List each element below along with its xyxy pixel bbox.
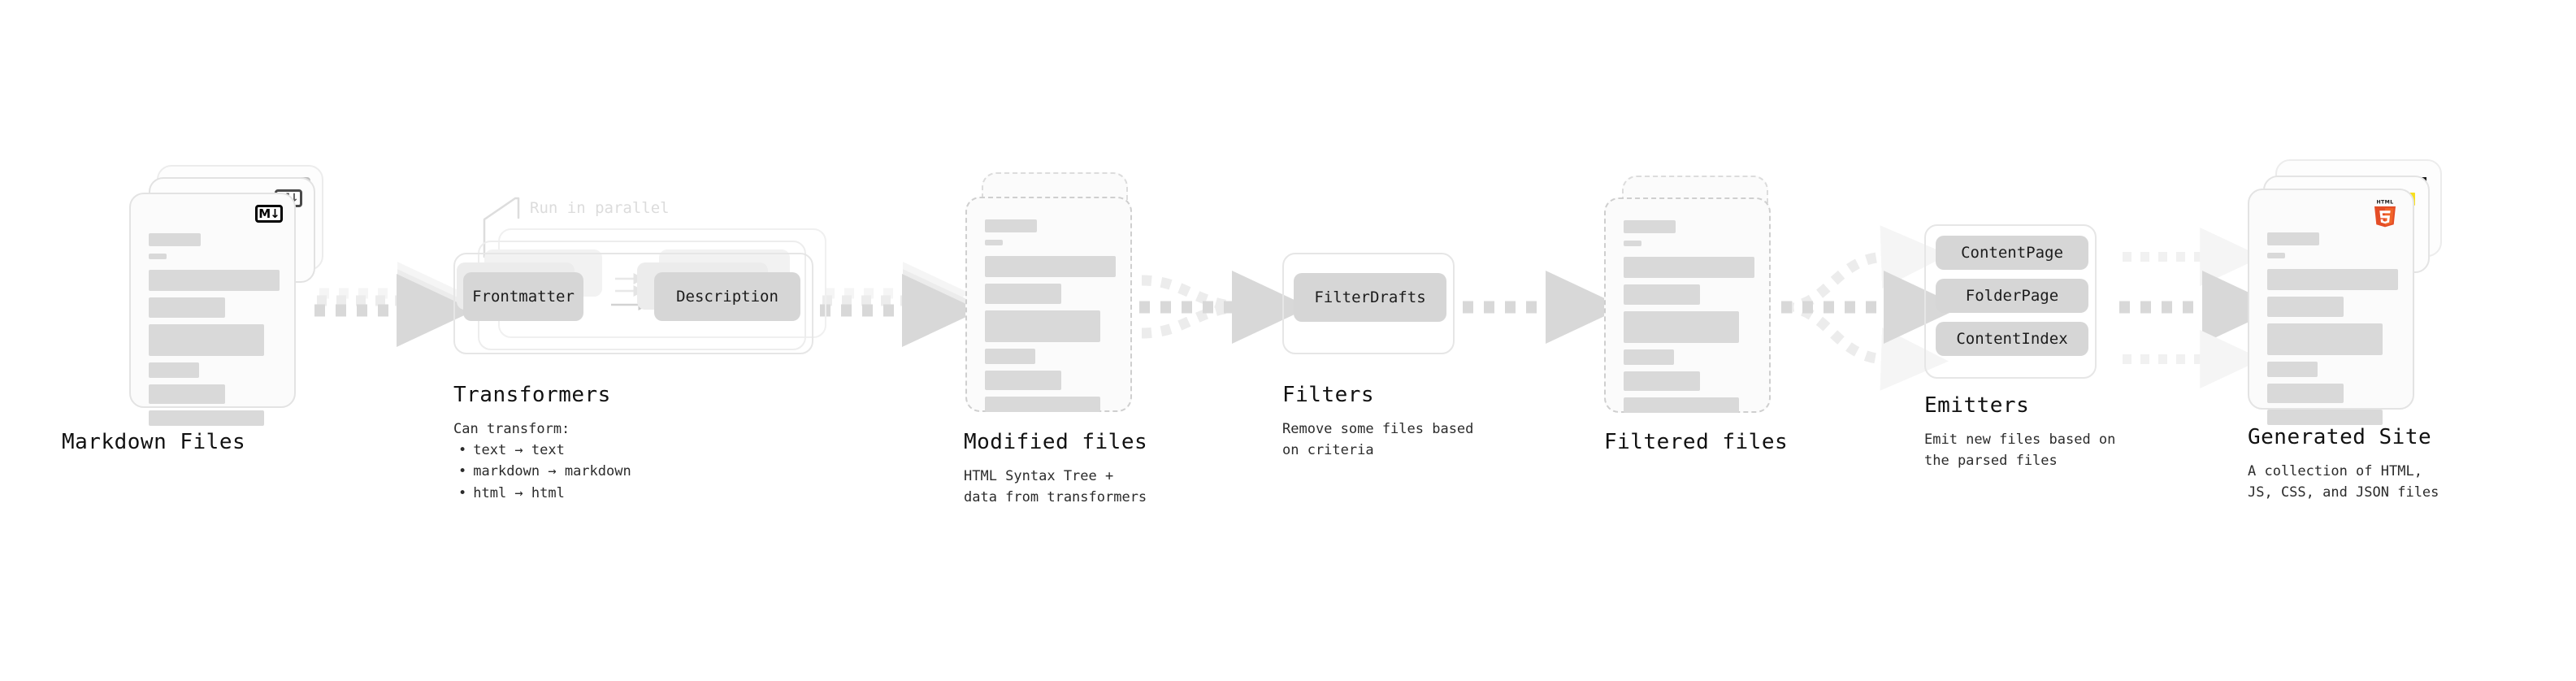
transformers-description: Can transform: text → text markdown → ma…	[453, 419, 631, 504]
filter-node-filterdrafts-label: FilterDrafts	[1314, 288, 1426, 306]
modified-files-title: Modified files	[964, 430, 1148, 454]
transformers-bullet-1: text → text	[453, 440, 631, 461]
html5-badge-glyph: HTML	[2374, 200, 2396, 228]
modified-files-description: HTML Syntax Tree + data from transformer…	[964, 466, 1147, 509]
transformers-intro: Can transform:	[453, 420, 570, 437]
transformers-bullet-3: html → html	[453, 483, 631, 504]
filters-sub-1: Remove some files based	[1282, 420, 1474, 437]
generated-site-sub-1: A collection of HTML,	[2248, 462, 2422, 479]
generated-site-placeholder-lines	[2267, 232, 2398, 432]
connector-md-to-transformers	[314, 262, 475, 347]
transformers-bullet-list: text → text markdown → markdown html → h…	[453, 440, 631, 504]
modified-file-card	[965, 197, 1132, 412]
modified-files-sub-2: data from transformers	[964, 488, 1147, 505]
generated-site-card: HTML	[2248, 189, 2414, 425]
run-in-parallel-label: Run in parallel	[530, 199, 670, 217]
generated-site-sub-2: JS, CSS, and JSON files	[2248, 484, 2439, 501]
filters-caption: Filters Remove some files based on crite…	[1282, 382, 1473, 461]
filters-group: FilterDrafts	[1282, 253, 1455, 354]
markdown-file-card: M↓	[129, 193, 296, 426]
transformers-title: Transformers	[453, 383, 611, 407]
modified-files-sub-1: HTML Syntax Tree +	[964, 467, 1114, 484]
html5-badge: HTML	[2371, 197, 2399, 228]
emitters-sub-2: the parsed files	[1924, 452, 2058, 469]
emitters-description: Emit new files based on the parsed files	[1924, 429, 2115, 472]
transformers-bullet-2: markdown → markdown	[453, 461, 631, 482]
markdown-badge: M↓	[255, 205, 283, 223]
transformer-node-frontmatter[interactable]: Frontmatter	[463, 272, 583, 321]
generated-site-description: A collection of HTML, JS, CSS, and JSON …	[2248, 461, 2439, 504]
transformers-caption: Transformers Can transform: text → text …	[453, 382, 631, 504]
modified-files-caption: Modified files HTML Syntax Tree + data f…	[964, 429, 1147, 508]
filters-description: Remove some files based on criteria	[1282, 419, 1473, 462]
emitter-node-folderpage[interactable]: FolderPage	[1936, 279, 2088, 313]
transformers-group: Frontmatter Description	[453, 253, 813, 354]
connector-transformers-to-modified	[820, 262, 980, 347]
modified-file-placeholder-lines	[985, 219, 1116, 419]
filters-title: Filters	[1282, 383, 1375, 407]
filter-node-filterdrafts[interactable]: FilterDrafts	[1294, 273, 1446, 322]
emitters-group: ContentPage FolderPage ContentIndex	[1924, 224, 2097, 379]
emitter-node-contentpage[interactable]: ContentPage	[1936, 236, 2088, 270]
connector-filtered-to-emitters	[1781, 225, 1962, 391]
emitter-node-folderpage-label: FolderPage	[1965, 287, 2059, 305]
generated-site-title: Generated Site	[2248, 425, 2432, 449]
filters-sub-2: on criteria	[1282, 441, 1374, 458]
markdown-files-title: Markdown Files	[62, 430, 246, 454]
filtered-file-card	[1604, 197, 1771, 413]
filtered-file-placeholder-lines	[1624, 220, 1754, 420]
connector-emitters-to-site	[2119, 228, 2280, 388]
transformer-node-description-label: Description	[676, 288, 778, 306]
emitter-node-contentpage-label: ContentPage	[1961, 244, 2063, 262]
markdown-file-placeholder-lines	[149, 233, 280, 433]
emitter-node-contentindex-label: ContentIndex	[1956, 330, 2068, 348]
filtered-files-title: Filtered files	[1604, 430, 1789, 454]
markdown-files-caption: Markdown Files	[62, 429, 245, 456]
emitter-node-contentindex[interactable]: ContentIndex	[1936, 322, 2088, 356]
transformer-node-frontmatter-label: Frontmatter	[472, 288, 575, 306]
emitters-title: Emitters	[1924, 393, 2030, 418]
filtered-files-caption: Filtered files	[1604, 429, 1788, 456]
transformer-node-description[interactable]: Description	[654, 272, 800, 321]
generated-site-caption: Generated Site A collection of HTML, JS,…	[2248, 424, 2439, 503]
emitters-caption: Emitters Emit new files based on the par…	[1924, 393, 2115, 471]
emitters-sub-1: Emit new files based on	[1924, 431, 2116, 448]
svg-text:HTML: HTML	[2376, 200, 2393, 206]
connector-modified-to-filters	[1139, 271, 1310, 344]
